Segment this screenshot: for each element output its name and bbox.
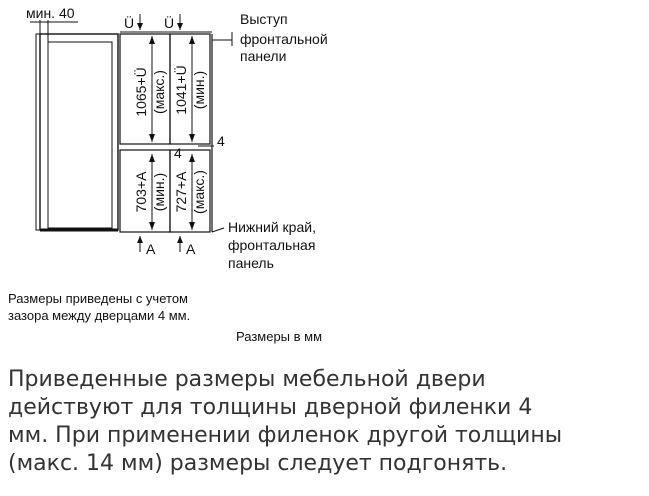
bottom-edge-label-line1: Нижний край,: [228, 219, 316, 235]
caption-paragraph: Приведенные размеры мебельной двери дейс…: [8, 366, 648, 478]
a-left-label: A: [146, 241, 156, 257]
units-note: Размеры в мм: [236, 329, 322, 344]
bottom-edge-label-line3: панель: [228, 255, 274, 271]
dim-upper-left-value: 1065+Ü: [132, 67, 149, 116]
dim-lower-left-value: 703+A: [133, 171, 149, 213]
protrusion-label-line3: панели: [240, 48, 286, 64]
caption-line-3: мм. При применении филенок другой толщин…: [8, 423, 563, 448]
bottom-edge-label-line2: фронтальная: [228, 237, 315, 253]
u-left-label: Ü: [124, 14, 134, 31]
a-right-label: A: [186, 241, 196, 257]
min-40-dimension: [30, 20, 118, 42]
dim-upper-right-qualifier: (мин.): [191, 71, 207, 109]
furniture-doors: [119, 31, 213, 233]
gap-note-line1: Размеры приведены с учетом: [8, 291, 188, 306]
caption-line-1: Приведенные размеры мебельной двери: [8, 367, 486, 392]
min-40-label: мин. 40: [26, 5, 75, 21]
gap-4-mid-label: 4: [174, 145, 182, 161]
dim-lower-left-qualifier: (мин.): [151, 173, 167, 211]
protrusion-label-line2: фронтальной: [240, 31, 328, 47]
dimension-lines: [137, 14, 233, 252]
dim-lower-right-qualifier: (макс.): [191, 170, 207, 214]
protrusion-label-line1: Выступ: [240, 11, 288, 27]
gap-4-right-label: 4: [217, 133, 225, 149]
dim-lower-right-value: 727+A: [173, 171, 189, 213]
caption-line-2: действуют для толщины дверной филенки 4: [8, 395, 533, 420]
gap-note-line2: зазора между дверцами 4 мм.: [8, 308, 190, 323]
appliance-cabinet: [35, 33, 119, 232]
dim-upper-left-qualifier: (макс.): [151, 70, 167, 114]
caption-line-4: (макс. 14 мм) размеры следует подгонять.: [8, 451, 508, 476]
u-right-label: Ü: [164, 14, 174, 31]
dim-upper-right-value: 1041+Ü: [172, 65, 189, 114]
